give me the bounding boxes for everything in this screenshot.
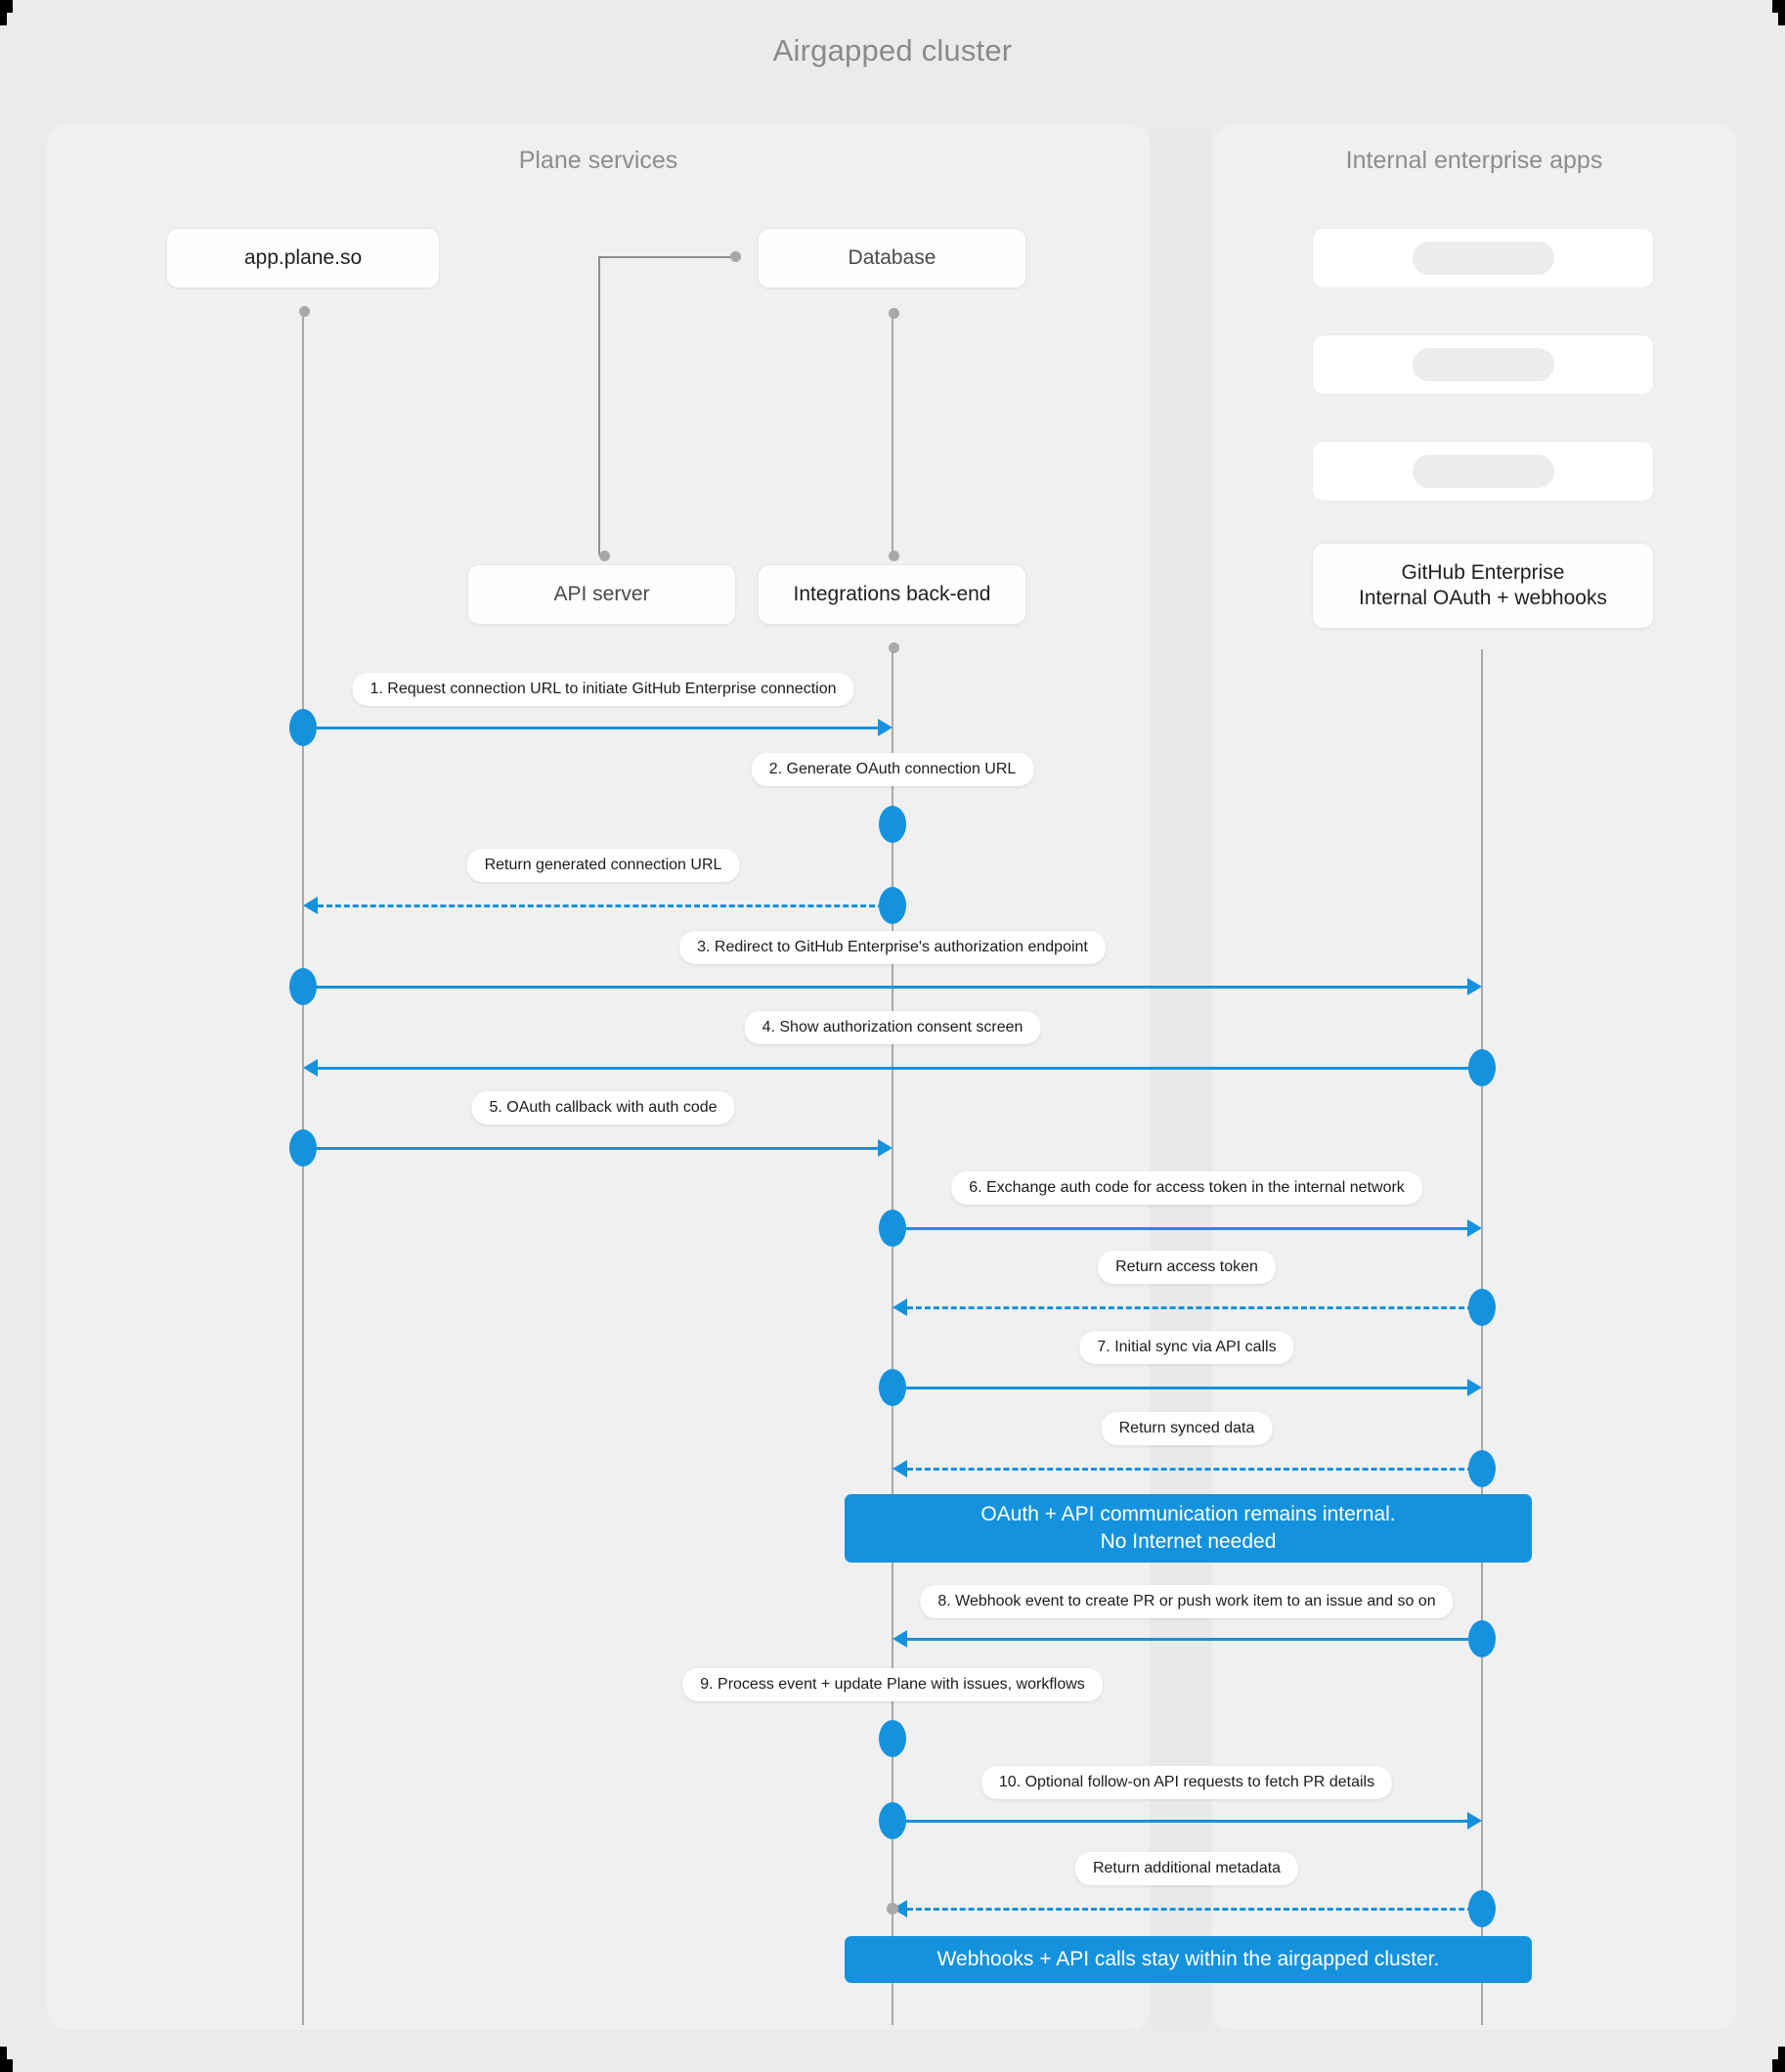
panel-plane-services-title: Plane services	[518, 147, 678, 174]
placeholder-app-2	[1312, 334, 1654, 395]
placeholder-bar-icon	[1412, 348, 1554, 381]
participant-api-server-label: API server	[553, 582, 650, 605]
message-label-6: 5. OAuth callback with auth code	[471, 1091, 735, 1124]
activation-10-github	[1468, 1450, 1496, 1487]
panel-gap-band	[1150, 125, 1212, 2030]
lifeline-dot-app-plane-so	[298, 306, 310, 317]
lifeline-app-plane-so	[302, 311, 304, 2025]
activation-5-github	[1468, 1049, 1496, 1086]
lifeline-database	[892, 313, 893, 557]
activation-8-github	[1468, 1289, 1496, 1326]
note-internal-communication-line2: No Internet needed	[1100, 1530, 1277, 1553]
crop-mark-bottom-right	[1760, 2047, 1785, 2072]
panel-internal-enterprise-apps-title: Internal enterprise apps	[1345, 147, 1603, 174]
activation-2-integrations	[879, 806, 906, 843]
message-label-12: 9. Process event + update Plane with iss…	[682, 1668, 1103, 1701]
message-label-13: 10. Optional follow-on API requests to f…	[980, 1766, 1393, 1799]
lifeline-integrations-backend	[892, 647, 893, 2025]
placeholder-app-3	[1312, 441, 1654, 502]
placeholder-bar-icon	[1412, 455, 1554, 488]
lifeline-github-enterprise	[1481, 649, 1483, 2025]
activation-4-app	[289, 968, 317, 1005]
note-internal-communication: OAuth + API communication remains intern…	[845, 1494, 1532, 1563]
message-label-3: Return generated connection URL	[466, 849, 740, 882]
diagram-title: Airgapped cluster	[772, 33, 1013, 67]
participant-api-server[interactable]: API server	[467, 564, 736, 625]
participant-app-plane-so[interactable]: app.plane.so	[166, 228, 440, 288]
placeholder-app-1	[1312, 228, 1654, 288]
message-label-10: Return synced data	[1101, 1412, 1273, 1445]
message-label-5: 4. Show authorization consent screen	[744, 1011, 1041, 1044]
note-webhooks-stay-internal: Webhooks + API calls stay within the air…	[845, 1936, 1532, 1983]
activation-7-integrations	[879, 1210, 906, 1247]
participant-database[interactable]: Database	[758, 228, 1026, 288]
participant-github-enterprise-line2: Internal OAuth + webhooks	[1359, 587, 1607, 609]
crop-mark-bottom-left	[0, 2047, 25, 2072]
message-label-7: 6. Exchange auth code for access token i…	[951, 1171, 1422, 1205]
activation-9-integrations	[879, 1369, 906, 1406]
lifeline-dot-database-end	[888, 551, 899, 561]
crop-mark-top-left	[0, 0, 25, 25]
connector-dot-database	[729, 251, 741, 262]
activation-14-integrations	[887, 1903, 898, 1915]
message-label-14: Return additional metadata	[1074, 1852, 1299, 1885]
lifeline-dot-integrations-backend	[888, 642, 899, 653]
activation-11-github	[1468, 1620, 1496, 1657]
participant-database-label: Database	[848, 245, 936, 269]
activation-12-integrations	[879, 1720, 906, 1757]
participant-app-plane-so-label: app.plane.so	[243, 245, 363, 269]
participant-github-enterprise[interactable]: GitHub Enterprise Internal OAuth + webho…	[1312, 543, 1654, 629]
activation-6-app	[289, 1129, 317, 1167]
message-label-9: 7. Initial sync via API calls	[1079, 1331, 1294, 1364]
participant-integrations-backend[interactable]: Integrations back-end	[758, 564, 1026, 625]
participant-github-enterprise-line1: GitHub Enterprise	[1401, 560, 1565, 584]
note-webhooks-stay-internal-text: Webhooks + API calls stay within the air…	[936, 1947, 1440, 1970]
connector-dot-api-server	[598, 551, 610, 561]
activation-3-integrations	[879, 887, 906, 924]
placeholder-bar-icon	[1412, 242, 1554, 275]
message-label-11: 8. Webhook event to create PR or push wo…	[920, 1585, 1454, 1618]
message-label-1: 1. Request connection URL to initiate Gi…	[352, 673, 854, 706]
note-internal-communication-line1: OAuth + API communication remains intern…	[980, 1502, 1396, 1525]
activation-13-integrations	[879, 1802, 906, 1839]
message-label-8: Return access token	[1098, 1251, 1276, 1284]
participant-integrations-backend-label: Integrations back-end	[793, 582, 991, 605]
message-label-4: 3. Redirect to GitHub Enterprise's autho…	[679, 931, 1106, 964]
message-label-2: 2. Generate OAuth connection URL	[751, 753, 1034, 786]
activation-14-github	[1468, 1890, 1496, 1927]
crop-mark-top-right	[1760, 0, 1785, 25]
lifeline-dot-database	[888, 308, 899, 319]
activation-1-app	[289, 709, 317, 746]
